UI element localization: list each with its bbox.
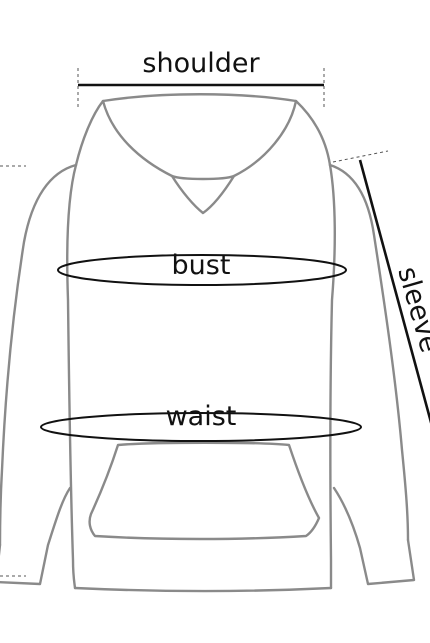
- left-sleeve-outline: [0, 163, 78, 547]
- left-side-outline: [66, 163, 78, 590]
- neck-opening: [170, 174, 236, 181]
- right-cuff: [332, 486, 416, 586]
- hoodie-outline: [0, 93, 416, 593]
- waist-label: waist: [166, 401, 237, 432]
- bust-measure-ring: [57, 254, 347, 286]
- shoulder-label: shoulder: [142, 48, 260, 79]
- bust-label: bust: [172, 250, 231, 281]
- hem-outline: [73, 586, 333, 593]
- left-cuff: [0, 486, 72, 586]
- hood-outline: [74, 93, 332, 167]
- right-sleeve-outline: [328, 163, 410, 542]
- sleeve-label: sleeve: [391, 263, 430, 356]
- hood-inner-outline: [101, 99, 298, 215]
- right-side-outline: [328, 163, 336, 590]
- pocket-outline: [88, 441, 321, 541]
- sleeve-measure-line: [358, 159, 430, 424]
- waist-measure-ring: [40, 412, 362, 442]
